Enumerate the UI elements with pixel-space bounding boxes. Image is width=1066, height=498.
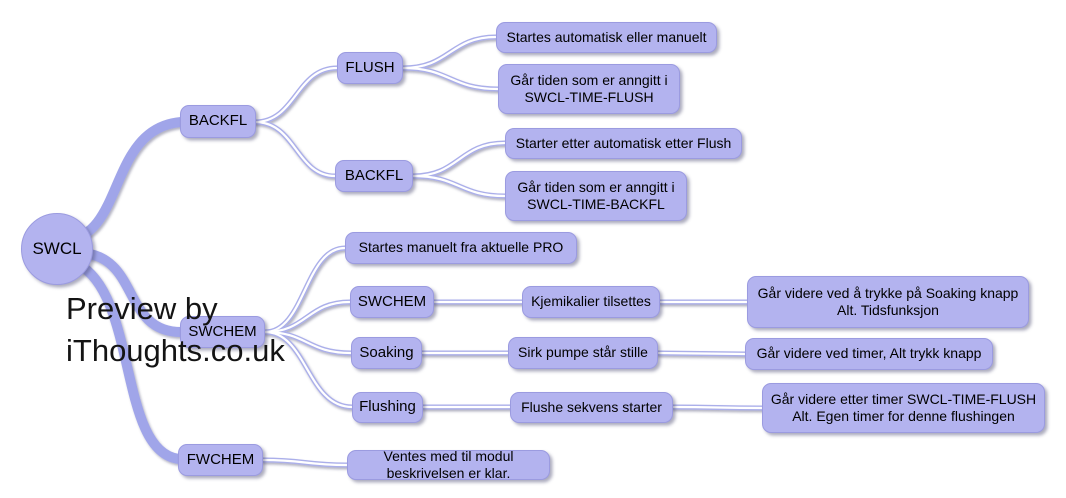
connector-sirk-leaf-core [656,351,747,356]
branch-swcl-swchem [85,249,186,337]
root-node-swcl[interactable]: SWCL [21,213,93,285]
node-fwchem[interactable]: FWCHEM [178,444,263,476]
connector-flush-leaf1-core [401,35,498,70]
node-flushe-sekvens-starter[interactable]: Flushe sekvens starter [510,392,673,423]
connector-fwchem-ventes-core [261,458,349,467]
connector-backfl2-leaf1-core [411,141,507,178]
connector-swchem-flushing-core [263,330,354,409]
connector-swchem-swchem2-core [263,300,352,334]
node-flush[interactable]: FLUSH [337,52,403,84]
leaf-startes-manuelt-fra-pro[interactable]: Startes manuelt fra aktuelle PRO [345,232,577,264]
node-flushing[interactable]: Flushing [352,392,423,423]
connector-flushe-leaf-core [671,405,764,410]
connector-backfl-flush-core [253,66,339,124]
connector-backfl-backfl2-core [253,120,337,178]
leaf-starter-etter-flush[interactable]: Starter etter automatisk etter Flush [505,128,742,159]
node-backfl[interactable]: BACKFL [180,105,256,138]
leaf-ventes-med-til-modul[interactable]: Ventes med til modul beskrivelsen er kla… [347,448,550,481]
connector-flush-leaf2-core [401,66,500,91]
node-swchem-sub[interactable]: SWCHEM [350,286,434,318]
leaf-tid-swcl-time-flush[interactable]: Går tiden som er anngitt i SWCL-TIME-FLU… [498,64,680,114]
connector-swchem-pro-core [263,246,347,334]
connector-backfl2-leaf2-core [411,174,507,198]
branch-swcl-backfl [61,117,186,245]
branch-swcl-fwchem [73,259,184,464]
leaf-tid-swcl-time-backfl[interactable]: Går tiden som er anngitt i SWCL-TIME-BAC… [505,171,687,221]
leaf-soaking-knapp-tidsfunksjon[interactable]: Går videre ved å trykke på Soaking knapp… [747,276,1029,328]
node-swchem[interactable]: SWCHEM [180,316,265,348]
node-kjemikalier-tilsettes[interactable]: Kjemikalier tilsettes [522,286,660,318]
main-branches [61,117,186,464]
node-sirk-pumpe-star-stille[interactable]: Sirk pumpe står stille [508,337,658,369]
thin-connectors-core [253,35,764,467]
leaf-videre-etter-timer-flush[interactable]: Går videre etter timer SWCL-TIME-FLUSH A… [762,383,1045,433]
node-soaking[interactable]: Soaking [351,337,422,369]
node-backfl-sub[interactable]: BACKFL [335,160,413,192]
connector-swchem-soaking-core [263,330,353,355]
leaf-videre-ved-timer[interactable]: Går videre ved timer, Alt trykk knapp [745,338,993,370]
leaf-startes-automatisk-eller-manuelt[interactable]: Startes automatisk eller manuelt [496,22,717,53]
